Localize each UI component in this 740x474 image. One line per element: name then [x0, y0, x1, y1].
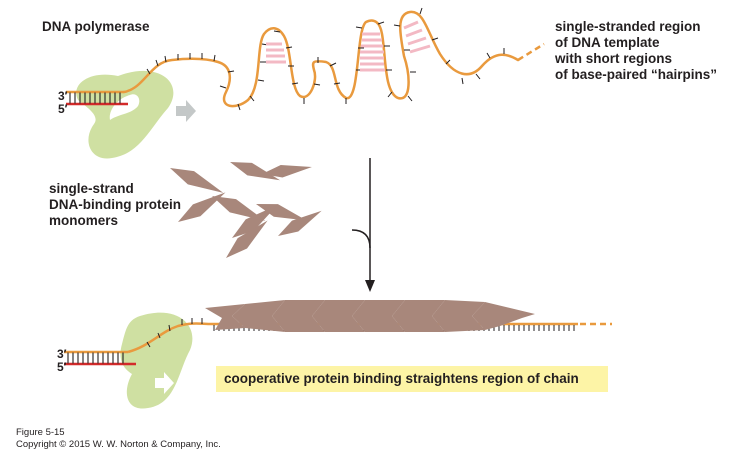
caption-highlight	[216, 366, 608, 392]
movement-arrow-top	[176, 100, 196, 122]
five-prime-end-label-bottom: 5′	[57, 360, 67, 374]
bound-ssb-monomer	[232, 300, 285, 332]
bound-ssb-monomer	[312, 300, 365, 332]
duplex-top	[66, 90, 128, 106]
bound-ssb-monomer	[352, 300, 405, 332]
dna-polymerase-label: DNA polymerase	[42, 19, 150, 34]
bound-ssb-row	[205, 300, 535, 332]
ssb-monomers-label: single-strand DNA-binding protein monome…	[49, 181, 181, 228]
ss-template-top	[122, 7, 545, 111]
polymerase-bottom	[120, 312, 193, 409]
three-prime-end-label-top: 3′	[58, 89, 68, 103]
bound-ssb-monomer	[392, 300, 445, 332]
movement-arrow-bottom	[155, 372, 174, 394]
three-prime-end-label-bottom: 3′	[57, 347, 67, 361]
copyright-notice: Copyright © 2015 W. W. Norton & Company,…	[16, 439, 221, 450]
caption-text: cooperative protein binding straightens …	[224, 371, 579, 386]
bound-ssb-monomer	[432, 300, 485, 332]
polymerase-top	[76, 70, 174, 159]
binding-arrow	[351, 158, 375, 292]
bound-ssb-monomer	[472, 302, 535, 330]
bound-ssb-monomer	[205, 304, 245, 330]
single-stranded-region-label: single-stranded region of DNA template w…	[555, 19, 718, 82]
ssb-monomers-cluster	[166, 155, 325, 264]
hairpin-pairs	[266, 20, 431, 72]
figure-number: Figure 5-15	[16, 427, 65, 438]
ssb-monomer	[174, 186, 230, 228]
duplex-bottom	[64, 350, 136, 366]
bound-ssb-monomer	[272, 300, 325, 332]
five-prime-end-label-top: 5′	[58, 102, 68, 116]
